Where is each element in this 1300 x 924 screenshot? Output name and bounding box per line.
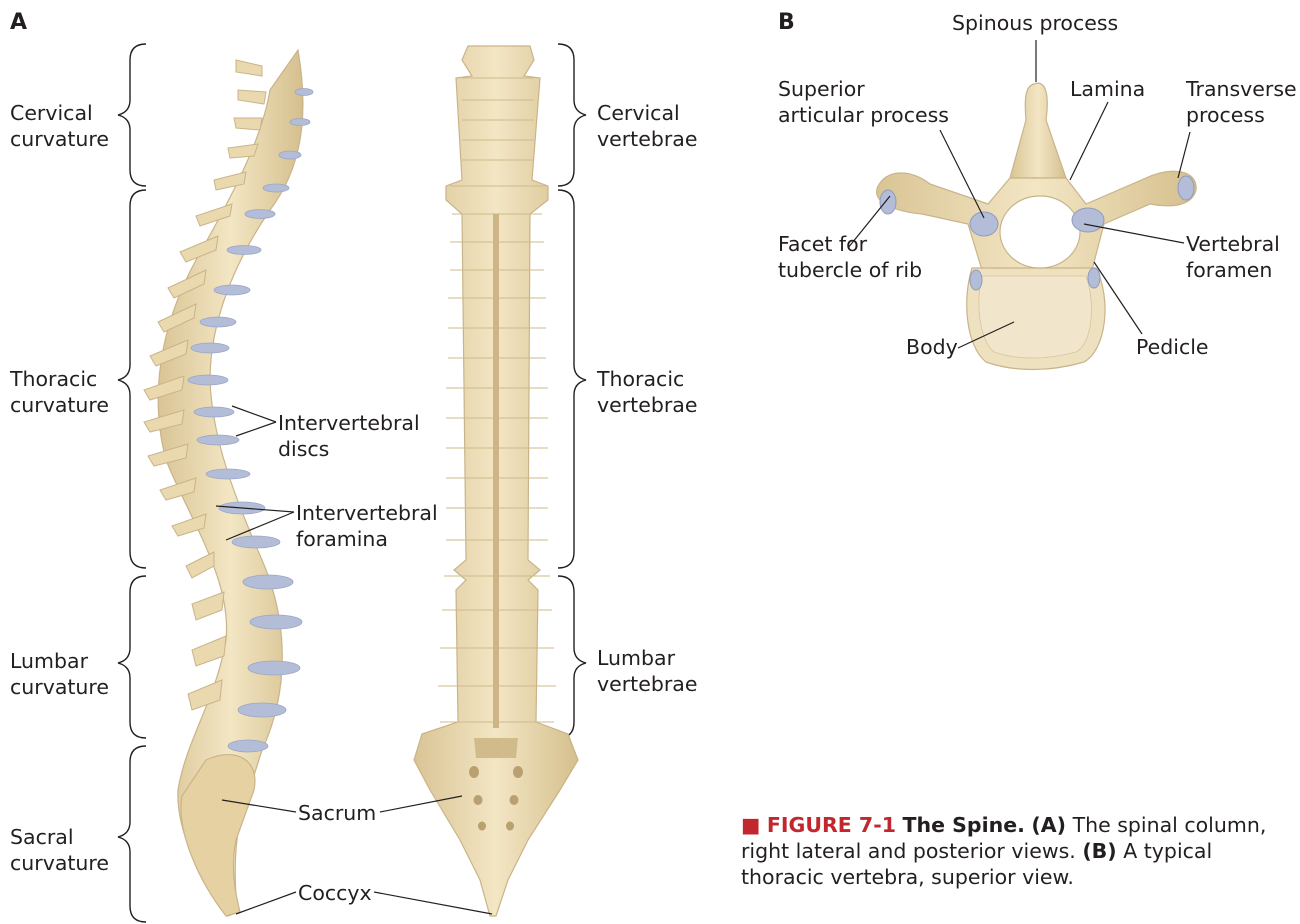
left-braces: [118, 44, 146, 922]
caption-square-icon: ■: [741, 813, 760, 837]
label-spinous-process: Spinous process: [952, 10, 1118, 36]
leader-coccyx-left: [236, 892, 296, 914]
posterior-spine: [414, 46, 578, 916]
caption-part-a: (A): [1031, 813, 1066, 837]
brace-lumbar-curvature: [118, 576, 146, 738]
right-braces: [558, 44, 586, 738]
leader-lamina: [1070, 102, 1108, 180]
label-body: Body: [906, 334, 958, 360]
label-sacrum: Sacrum: [298, 800, 376, 826]
leader-coccyx-right: [374, 892, 492, 914]
brace-sacral-curvature: [118, 746, 146, 922]
brace-thoracic-curvature: [118, 190, 146, 568]
brace-cervical-curvature: [118, 44, 146, 186]
label-lamina: Lamina: [1070, 76, 1145, 102]
caption-part-b: (B): [1082, 839, 1116, 863]
leader-discs-2: [236, 422, 276, 436]
brace-thoracic-vertebrae: [558, 190, 586, 568]
caption-title: The Spine.: [903, 813, 1025, 837]
brace-cervical-vertebrae: [558, 44, 586, 186]
caption-figure-number: FIGURE 7-1: [767, 813, 896, 837]
leader-transverse: [1178, 132, 1190, 178]
lateral-spine: [144, 50, 313, 916]
label-coccyx: Coccyx: [298, 880, 372, 906]
brace-lumbar-vertebrae: [558, 576, 586, 738]
label-pedicle: Pedicle: [1136, 334, 1209, 360]
figure-caption: ■ FIGURE 7-1 The Spine. (A) The spinal c…: [741, 812, 1286, 890]
leader-discs-1: [232, 406, 276, 422]
